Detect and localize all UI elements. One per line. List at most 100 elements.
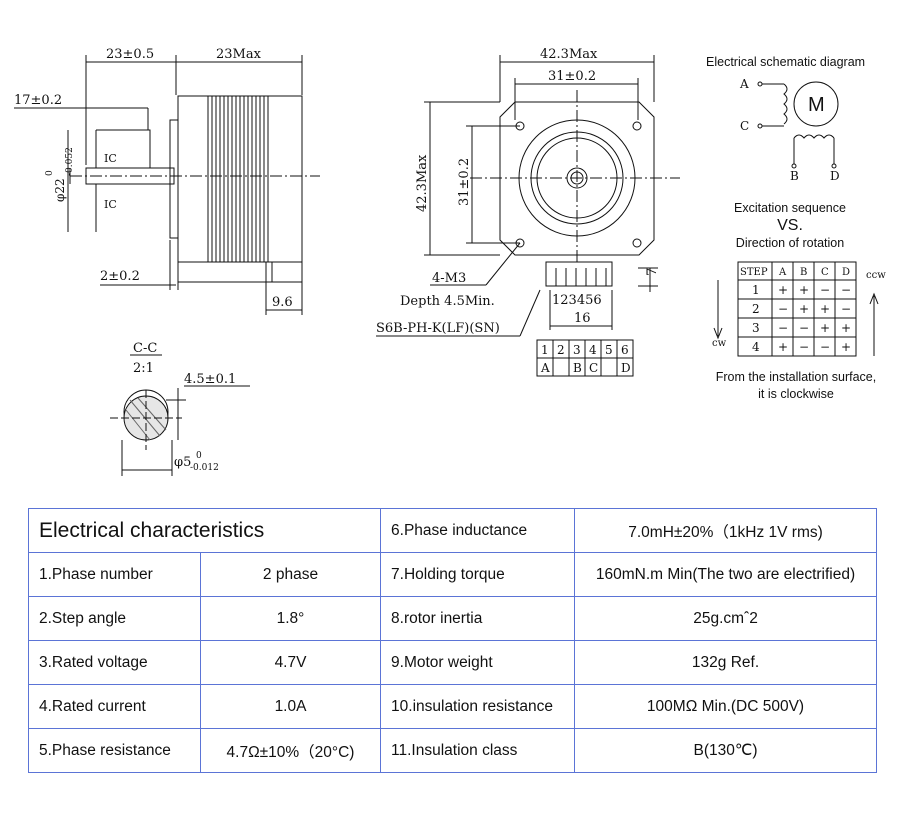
exc-cell: 1: [752, 283, 760, 297]
excitation-vs: VS.: [777, 217, 803, 234]
exc-cell: +: [820, 302, 830, 316]
electrical-characteristics-table: Electrical characteristics 6.Phase induc…: [27, 508, 878, 773]
table-row: 3.Rated voltage 4.7V 9.Motor weight 132g…: [28, 640, 878, 685]
dim-shaft-tol-bot: -0.052: [65, 147, 75, 176]
exc-cell: +: [799, 283, 809, 297]
lead-a: A: [739, 77, 749, 91]
spec-value: 4.7V: [199, 640, 382, 685]
pin-cell: 5: [605, 343, 613, 357]
spec-label: 1.Phase number: [28, 552, 201, 597]
pin-cell: 4: [589, 343, 597, 357]
exc-cell: −: [799, 321, 809, 335]
dim-connector-width: 9.6: [272, 295, 293, 310]
dim-flange-thickness: 2±0.2: [100, 269, 140, 284]
side-view: [14, 55, 320, 315]
dim-small-diameter: φ5: [174, 455, 191, 470]
connector-part: S6B-PH-K(LF)(SN): [376, 321, 500, 336]
spec-value: 1.0A: [199, 684, 382, 729]
dim-shaft-diameter: φ22: [53, 178, 67, 202]
spec-value: B(130℃): [574, 728, 878, 773]
lead-b: B: [790, 169, 799, 183]
exc-cell: 2: [752, 302, 760, 316]
exc-cell: −: [820, 283, 830, 297]
exc-cell: 3: [752, 321, 760, 335]
dim-body-length: 23Max: [216, 47, 262, 62]
table-row: Electrical characteristics 6.Phase induc…: [27, 508, 878, 553]
exc-cell: +: [778, 340, 788, 354]
excitation-direction: Direction of rotation: [736, 236, 844, 250]
spec-label: 11.Insulation class: [380, 728, 576, 773]
spec-value: 160mN.m Min(The two are electrified): [574, 552, 878, 597]
exc-cell: −: [778, 302, 788, 316]
exc-cell: −: [841, 302, 851, 316]
exc-cell: −: [799, 340, 809, 354]
dim-pin-span: 16: [574, 311, 591, 326]
exc-cell: −: [778, 321, 788, 335]
pin-numbers: 123456: [552, 293, 602, 308]
pin-table: [536, 339, 634, 377]
exc-cell: +: [841, 340, 851, 354]
spec-label: 7.Holding torque: [380, 552, 576, 597]
pin-cell: 1: [541, 343, 549, 357]
table-row: 5.Phase resistance 4.7Ω±10%（20°C) 11.Ins…: [28, 728, 878, 773]
ic-label-bottom: IC: [104, 198, 117, 211]
schematic-title: Electrical schematic diagram: [706, 55, 865, 69]
spec-value: 1.8°: [199, 596, 382, 641]
table-row: 1.Phase number 2 phase 7.Holding torque …: [28, 552, 878, 597]
cw-label: cw: [712, 338, 727, 349]
pin-cell: D: [621, 361, 631, 375]
exc-cell: +: [778, 283, 788, 297]
rotation-note-1: From the installation surface,: [716, 370, 877, 384]
pin-cell: C: [589, 361, 598, 375]
section-view: [110, 354, 250, 476]
spec-value: 7.0mH±20%（1kHz 1V rms): [574, 508, 878, 553]
spec-label: 10.insulation resistance: [380, 684, 576, 729]
dim-small-tol-bot: -0.012: [190, 463, 219, 473]
lead-c: C: [740, 119, 749, 133]
pin-cell: A: [540, 361, 550, 375]
dim-hole-pitch-x: 31±0.2: [548, 69, 596, 84]
dim-hole-pitch-y: 31±0.2: [457, 158, 472, 206]
spec-value: 100MΩ Min.(DC 500V): [574, 684, 878, 729]
spec-value: 2 phase: [199, 552, 382, 597]
spec-label: 9.Motor weight: [380, 640, 576, 685]
dim-conn-height: 7: [645, 268, 660, 276]
table-title: Electrical characteristics: [27, 508, 382, 553]
ccw-label: ccw: [866, 270, 886, 281]
exc-cell: −: [820, 340, 830, 354]
exc-cell: −: [841, 283, 851, 297]
spec-label: 4.Rated current: [28, 684, 201, 729]
exc-header: D: [842, 267, 850, 278]
dim-small-tol-top: 0: [196, 451, 202, 461]
table-row: 2.Step angle 1.8° 8.rotor inertia 25g.cm…: [28, 596, 878, 641]
dim-shaft-length: 23±0.5: [106, 47, 154, 62]
exc-cell: +: [841, 321, 851, 335]
motor-symbol: M: [808, 94, 825, 116]
schematic-diagram: [757, 81, 839, 169]
technical-drawing: 23±0.5 23Max 17±0.2 IC IC φ22 0 -0.052 2…: [14, 47, 886, 476]
dim-flat-length: 17±0.2: [14, 93, 62, 108]
lead-d: D: [830, 169, 840, 183]
dim-face-width: 42.3Max: [540, 47, 598, 62]
pin-cell: 3: [573, 343, 581, 357]
screw-label: 4-M3: [432, 271, 466, 286]
spec-label: 5.Phase resistance: [28, 728, 201, 773]
dim-d-cut: 4.5±0.1: [184, 372, 236, 387]
table-row: 4.Rated current 1.0A 10.insulation resis…: [28, 684, 878, 729]
spec-value: 25g.cmˆ2: [574, 596, 878, 641]
exc-header: A: [778, 267, 787, 278]
pin-cell: 6: [621, 343, 629, 357]
section-label: C-C: [133, 341, 157, 356]
pin-cell: 2: [557, 343, 565, 357]
depth-label: Depth 4.5Min.: [400, 294, 495, 309]
exc-cell: 4: [752, 340, 760, 354]
exc-header: STEP: [740, 267, 768, 278]
exc-cell: +: [799, 302, 809, 316]
rotation-note-2: it is clockwise: [758, 387, 834, 401]
dim-face-height: 42.3Max: [415, 154, 430, 212]
excitation-title: Excitation sequence: [734, 201, 846, 215]
exc-header: C: [821, 267, 829, 278]
front-view: [376, 55, 680, 337]
spec-value: 4.7Ω±10%（20°C): [199, 728, 382, 773]
spec-label: 6.Phase inductance: [380, 508, 576, 553]
